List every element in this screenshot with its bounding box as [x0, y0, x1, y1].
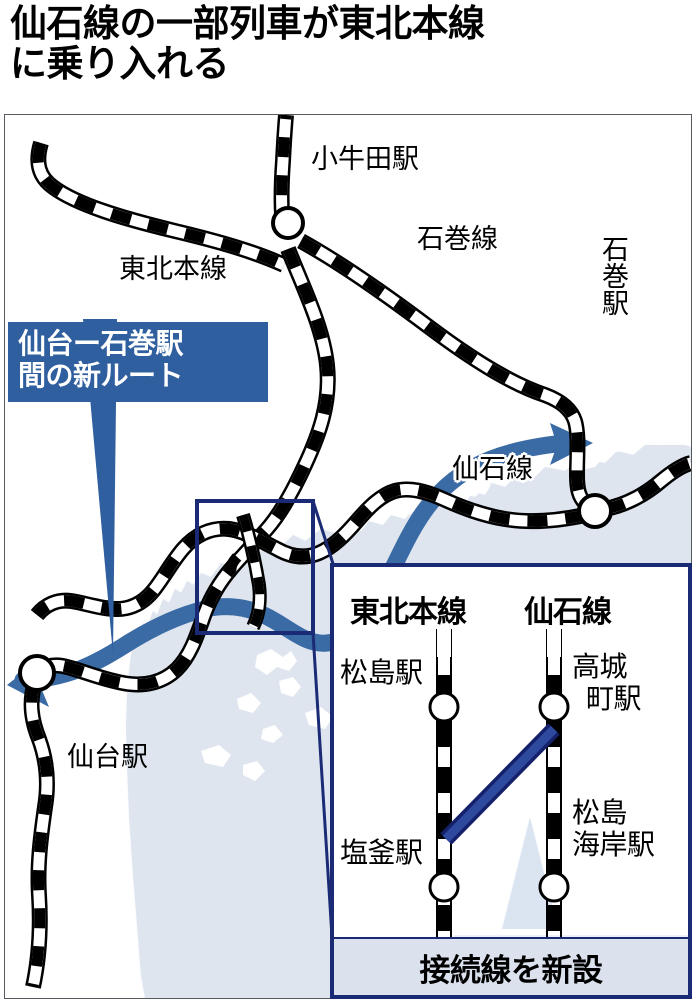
inset-station-marker-shiogama: [428, 871, 460, 903]
rail-sendai-south: [23, 680, 55, 989]
map-label-kogota-station: 小牛田駅: [311, 144, 419, 174]
inset-station-marker-matsushima: [428, 691, 460, 723]
rail-ishinomaki-east: [603, 455, 691, 517]
inset-station-label-matsushima: 松島駅: [340, 657, 423, 688]
map-label-tohoku-main-line: 東北本線: [119, 254, 227, 284]
detail-region-box: [195, 499, 315, 635]
inset-graphics: [428, 629, 688, 939]
inset-station-label-shiogama: 塩釜駅: [340, 837, 423, 868]
rail-ishinomaki-line: [297, 233, 591, 509]
new-route-callout: 仙台ー石巻駅 間の新ルート: [8, 322, 268, 402]
callout-pointer: [83, 319, 117, 655]
inset-station-label-matsushima-kaigan-line2: 海岸駅: [572, 829, 655, 860]
inset-station-marker-takagimachi: [538, 691, 570, 723]
station-marker-sendai: [18, 654, 56, 692]
rail-senseki-line: [30, 481, 587, 621]
rail-tohoku-to-sendai: [27, 246, 336, 693]
inset-caption-bar: 接続線を新設: [334, 937, 688, 995]
page-title: 仙石線の一部列車が東北本線 に乗り入れる: [10, 3, 485, 84]
inset-station-markers: [428, 691, 570, 903]
station-marker-ishinomaki: [577, 493, 613, 529]
detail-inset-panel: 東北本線 仙石線 松島駅 塩釜駅 高城 町駅 松島 海岸駅 接続線を新設: [330, 563, 692, 999]
rail-tohoku-north: [30, 140, 288, 273]
inset-station-label-takagimachi-line1: 高城: [572, 651, 628, 682]
new-connector-line: [440, 723, 560, 845]
railway-network: [23, 115, 691, 989]
inset-title-tohoku-main-line: 東北本線: [350, 596, 467, 629]
station-markers: [18, 206, 613, 692]
map-label-ishinomaki-line: 石巻線: [417, 224, 498, 254]
inset-station-marker-matsushima-kaigan: [538, 871, 570, 903]
inset-station-label-takagimachi-line2: 町駅: [586, 683, 642, 714]
map-label-senseki-line: 仙石線: [452, 454, 533, 484]
map-label-ishinomaki-station: 石巻駅: [598, 235, 628, 316]
inset-station-label-matsushima-kaigan-line1: 松島: [572, 797, 628, 828]
station-marker-kogota: [271, 206, 305, 240]
inset-title-senseki-line: 仙石線: [524, 596, 612, 629]
map-label-sendai-station: 仙台駅: [67, 742, 148, 772]
rail-senseki-matsushima-branch: [236, 512, 267, 631]
